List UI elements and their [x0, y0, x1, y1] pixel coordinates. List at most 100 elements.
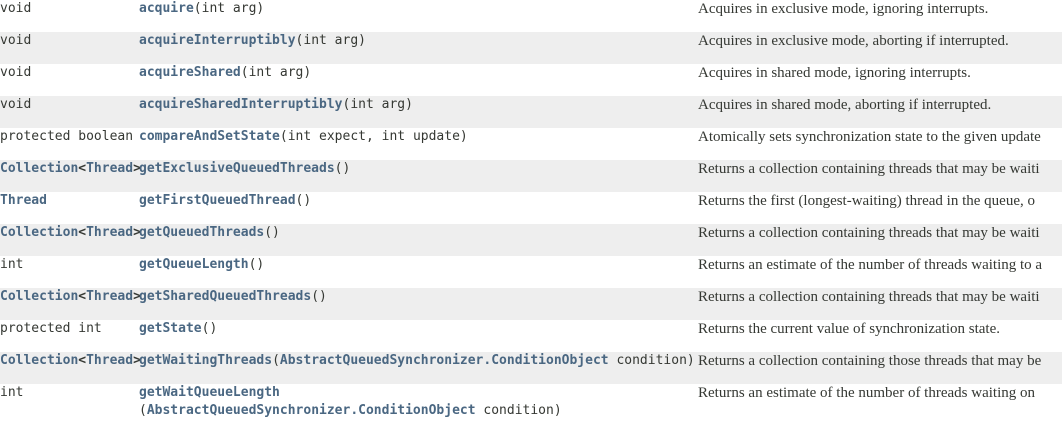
method-signature-cell: int getWaitQueueLength (AbstractQueuedSync…: [0, 384, 698, 432]
param-text: (): [264, 225, 280, 240]
method-block: getWaitQueueLength (AbstractQueuedSynchro…: [139, 384, 562, 420]
method-signature-cell: Collection<Thread>getQueuedThreads(): [0, 224, 698, 256]
modifier-type-text: protected boolean: [0, 129, 134, 144]
modifier-type-text: void: [0, 97, 32, 112]
method-link-getFirstQueuedThread[interactable]: getFirstQueuedThread: [139, 193, 296, 208]
signature-inner: Thread getFirstQueuedThread(): [0, 192, 698, 224]
type-link-thread[interactable]: Thread: [86, 353, 134, 368]
modifier-type-text: void: [0, 33, 32, 48]
method-link-getWaitingThreads[interactable]: getWaitingThreads: [139, 353, 273, 368]
method-description-cell: Acquires in shared mode, aborting if int…: [698, 96, 1062, 128]
param-text: (int arg): [342, 97, 413, 112]
table-row: int getWaitQueueLength (AbstractQueuedSync…: [0, 384, 1062, 432]
signature-inner: void acquire(int arg): [0, 0, 698, 32]
param-text: (: [272, 353, 280, 368]
method-line-1: getQueueLength(): [139, 257, 264, 272]
method-description-cell: Returns the current value of synchroniza…: [698, 320, 1062, 352]
method-line-1: compareAndSetState(int expect, int updat…: [139, 129, 468, 144]
method-description-text: Returns a collection containing threads …: [698, 161, 1040, 177]
method-line-1: acquireInterruptibly(int arg): [139, 33, 366, 48]
method-link-compareAndSetState[interactable]: compareAndSetState: [139, 129, 280, 144]
method-signature-cell: protected boolean compareAndSetState(int …: [0, 128, 698, 160]
method-description-cell: Returns the first (longest-waiting) thre…: [698, 192, 1062, 224]
signature-inner: Collection<Thread>getSharedQueuedThreads…: [0, 288, 698, 320]
modifier-type-text: void: [0, 65, 32, 80]
method-description-text: Returns a collection containing threads …: [698, 225, 1040, 241]
method-block: compareAndSetState(int expect, int updat…: [139, 128, 468, 146]
method-block: acquireSharedInterruptibly(int arg): [139, 96, 413, 114]
method-block: getExclusiveQueuedThreads(): [139, 160, 350, 178]
modifier-type-text: int: [0, 257, 24, 272]
table-row: protected int getState() Returns the curre…: [0, 320, 1062, 352]
type-link-thread[interactable]: Thread: [86, 161, 134, 176]
type-link-collection[interactable]: Collection: [0, 353, 79, 368]
param-text: (): [295, 193, 312, 208]
type-link-collection[interactable]: Collection: [0, 225, 79, 240]
method-link-getState[interactable]: getState: [139, 321, 202, 336]
modifier-and-type: Collection<Thread>: [0, 224, 141, 242]
method-description-text: Returns a collection containing those th…: [698, 353, 1042, 369]
method-link-getQueuedThreads[interactable]: getQueuedThreads: [139, 225, 265, 240]
method-line-1: getFirstQueuedThread(): [139, 193, 311, 208]
method-line-1: getState(): [139, 321, 217, 336]
method-block: getFirstQueuedThread(): [139, 192, 311, 210]
param-text: (): [334, 161, 351, 176]
method-signature-cell: Collection<Thread>getWaitingThreads(Abst…: [0, 352, 698, 384]
method-link-acquireShared[interactable]: acquireShared: [139, 65, 241, 80]
method-line-1: getSharedQueuedThreads(): [139, 289, 327, 304]
table-row: protected boolean compareAndSetState(int …: [0, 128, 1062, 160]
method-link-acquire[interactable]: acquire: [139, 1, 194, 16]
method-signature-cell: void acquireSharedInterruptibly(int arg): [0, 96, 698, 128]
generic-bracket: <: [78, 289, 87, 304]
method-description-cell: Returns a collection containing threads …: [698, 160, 1062, 192]
method-signature-cell: void acquire(int arg): [0, 0, 698, 32]
method-description-text: Acquires in exclusive mode, ignoring int…: [698, 1, 989, 17]
signature-inner: int getWaitQueueLength (AbstractQueuedSync…: [0, 384, 698, 432]
type-link-thread[interactable]: Thread: [86, 225, 134, 240]
method-signature-cell: Collection<Thread>getExclusiveQueuedThre…: [0, 160, 698, 192]
param-text: condition): [608, 353, 695, 368]
method-link-acquireInterruptibly[interactable]: acquireInterruptibly: [139, 33, 296, 48]
modifier-type-text: int: [0, 385, 24, 400]
modifier-and-type: void: [0, 32, 139, 50]
param-type-link[interactable]: AbstractQueuedSynchronizer.ConditionObje…: [279, 353, 609, 368]
method-link-getExclusiveQueuedThreads[interactable]: getExclusiveQueuedThreads: [139, 161, 335, 176]
param-text: (int arg): [295, 33, 366, 48]
method-description-cell: Acquires in shared mode, ignoring interr…: [698, 64, 1062, 96]
table-row: Collection<Thread>getExclusiveQueuedThre…: [0, 160, 1062, 192]
type-link-thread[interactable]: Thread: [0, 193, 47, 208]
method-description-text: Atomically sets synchronization state to…: [698, 129, 1041, 145]
signature-inner: void acquireInterruptibly(int arg): [0, 32, 698, 64]
method-description-cell: Returns a collection containing threads …: [698, 288, 1062, 320]
method-description-text: Returns the current value of synchroniza…: [698, 321, 1000, 337]
method-line-2: (AbstractQueuedSynchronizer.ConditionObj…: [139, 402, 562, 420]
method-block: getWaitingThreads(AbstractQueuedSynchron…: [139, 352, 695, 370]
method-link-getWaitQueueLength[interactable]: getWaitQueueLength: [139, 385, 280, 400]
signature-inner: protected int getState(): [0, 320, 698, 352]
signature-inner: protected boolean compareAndSetState(int …: [0, 128, 698, 160]
table-row: Collection<Thread>getQueuedThreads()Retu…: [0, 224, 1062, 256]
signature-inner: Collection<Thread>getExclusiveQueuedThre…: [0, 160, 698, 192]
modifier-type-text: void: [0, 1, 32, 16]
method-link-acquireSharedInterruptibly[interactable]: acquireSharedInterruptibly: [139, 97, 343, 112]
method-link-getSharedQueuedThreads[interactable]: getSharedQueuedThreads: [139, 289, 312, 304]
modifier-type-text: protected int: [0, 321, 102, 336]
table-row: void acquireSharedInterruptibly(int arg) A…: [0, 96, 1062, 128]
method-block: getSharedQueuedThreads(): [139, 288, 327, 306]
type-link-collection[interactable]: Collection: [0, 289, 79, 304]
modifier-type-text: >: [133, 161, 141, 176]
type-link-collection[interactable]: Collection: [0, 161, 79, 176]
method-link-getQueueLength[interactable]: getQueueLength: [139, 257, 249, 272]
type-link-thread[interactable]: Thread: [86, 289, 134, 304]
table-row: Collection<Thread>getSharedQueuedThreads…: [0, 288, 1062, 320]
method-line-1: acquireSharedInterruptibly(int arg): [139, 97, 413, 112]
modifier-and-type: void: [0, 64, 139, 82]
param-type-link[interactable]: AbstractQueuedSynchronizer.ConditionObje…: [146, 403, 476, 418]
table-row: void acquire(int arg) Acquires in exclusiv…: [0, 0, 1062, 32]
method-description-cell: Atomically sets synchronization state to…: [698, 128, 1062, 160]
method-description-text: Returns the first (longest-waiting) thre…: [698, 193, 1035, 209]
method-block: acquire(int arg): [139, 0, 264, 18]
